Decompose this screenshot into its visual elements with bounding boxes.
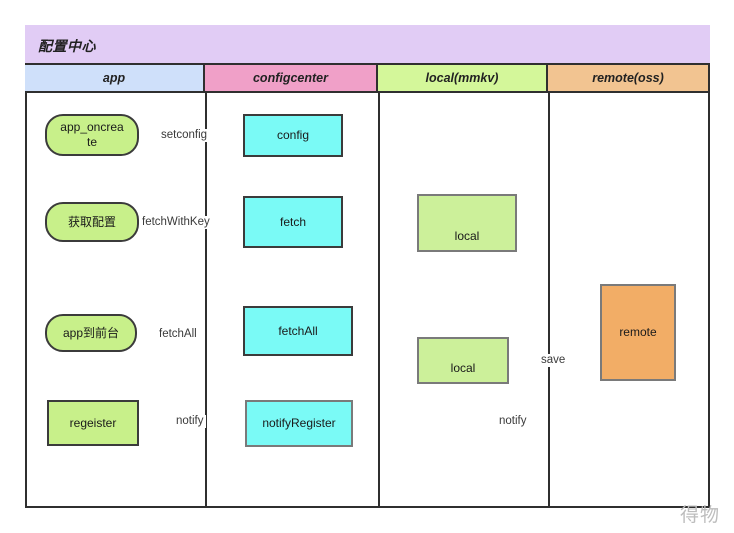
node-app-foreground[interactable]: app到前台 bbox=[45, 314, 137, 352]
edge-label-fetchall: fetchAll bbox=[157, 328, 199, 341]
lane-header-label: local(mmkv) bbox=[425, 71, 499, 85]
node-fetch[interactable]: fetch bbox=[243, 196, 343, 248]
node-local-2[interactable]: local bbox=[417, 337, 509, 384]
page-title: 配置中心 bbox=[38, 38, 96, 54]
node-label: remote bbox=[619, 325, 657, 339]
lane-header-remote: remote(oss) bbox=[548, 65, 708, 93]
edge-label-notify-register: notify bbox=[174, 415, 206, 428]
node-label: fetch bbox=[279, 214, 306, 229]
node-remote[interactable]: remote bbox=[600, 284, 676, 381]
lane-header-app: app bbox=[25, 65, 205, 93]
lane-divider-2 bbox=[378, 93, 380, 508]
lane-header-local: local(mmkv) bbox=[378, 65, 548, 93]
edge-label-fetchwithkey: fetchWithKey bbox=[140, 216, 212, 229]
node-label: fetchAll bbox=[278, 323, 318, 338]
node-label: local bbox=[454, 229, 480, 243]
node-label: notifyRegister bbox=[262, 416, 336, 430]
edge-label-save: save bbox=[539, 354, 568, 367]
node-regeister[interactable]: regeister bbox=[47, 400, 139, 446]
watermark: 得物 bbox=[679, 504, 720, 526]
node-label: regeister bbox=[69, 415, 117, 430]
edge-label-setconfig: setconfig bbox=[159, 129, 210, 142]
node-fetch-config[interactable]: 获取配置 bbox=[45, 202, 139, 242]
node-notify-register[interactable]: notifyRegister bbox=[245, 400, 353, 447]
node-app-oncreate[interactable]: app_oncrea te bbox=[45, 114, 139, 156]
node-label: config bbox=[276, 128, 310, 142]
node-local-1[interactable]: local bbox=[417, 194, 517, 252]
edge-label-notify-remote: notify bbox=[497, 415, 529, 428]
lane-divider-3 bbox=[548, 93, 550, 508]
node-config[interactable]: config bbox=[243, 114, 343, 157]
node-label: 获取配置 bbox=[67, 214, 116, 229]
node-label: app_oncrea te bbox=[60, 120, 124, 149]
lane-header-label: app bbox=[102, 71, 126, 85]
lane-header-label: remote(oss) bbox=[592, 71, 664, 85]
lane-header-configcenter: configcenter bbox=[205, 65, 378, 93]
node-fetchall[interactable]: fetchAll bbox=[243, 306, 353, 356]
diagram-title-band bbox=[25, 25, 710, 65]
lane-header-label: configcenter bbox=[252, 71, 328, 85]
node-label: app到前台 bbox=[62, 325, 120, 340]
lane-divider-1 bbox=[205, 93, 207, 508]
node-label: local bbox=[450, 361, 476, 375]
